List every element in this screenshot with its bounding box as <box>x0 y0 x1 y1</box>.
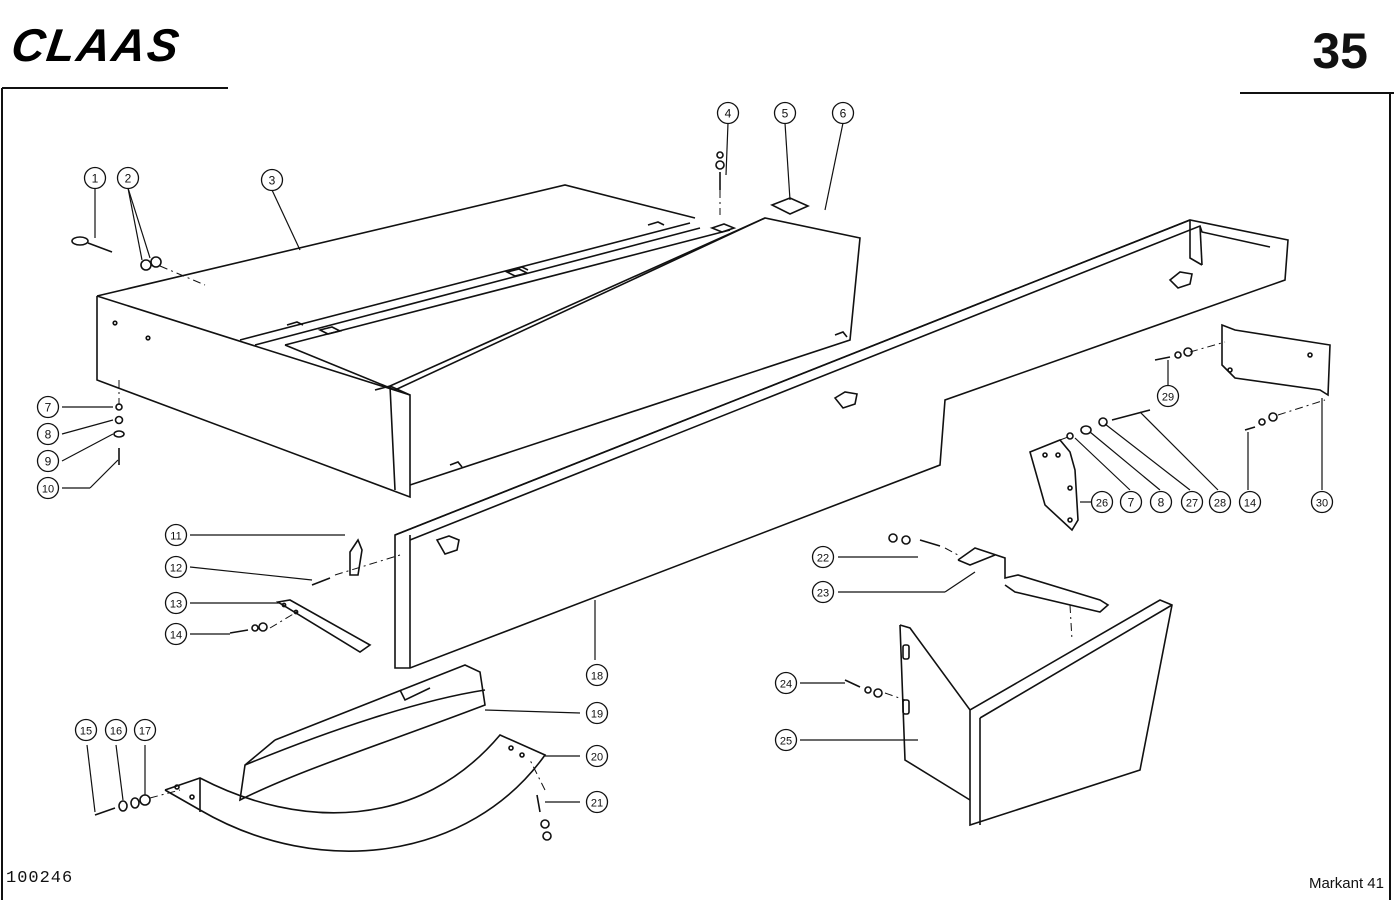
callout-23: 23 <box>811 580 835 604</box>
lid-part <box>389 217 861 486</box>
end-plate-part <box>899 599 1173 827</box>
svg-text:19: 19 <box>591 709 603 721</box>
svg-text:14: 14 <box>170 630 182 642</box>
callout-14: 14 <box>164 622 188 646</box>
callout-30: 30 <box>1310 490 1334 514</box>
callout-18: 18 <box>585 663 609 687</box>
callout-26: 26 <box>1090 490 1114 514</box>
callout-19: 19 <box>585 701 609 725</box>
svg-text:15: 15 <box>80 726 92 738</box>
callout-22: 22 <box>811 545 835 569</box>
svg-text:30: 30 <box>1316 498 1328 510</box>
callout-4: 4 <box>716 101 740 125</box>
callout-17: 17 <box>133 718 157 742</box>
callout-2: 2 <box>116 166 140 190</box>
callout-12: 12 <box>164 555 188 579</box>
callout-6: 6 <box>831 101 855 125</box>
callout-27: 27 <box>1180 490 1204 514</box>
svg-text:8: 8 <box>1158 496 1165 510</box>
svg-text:1: 1 <box>92 172 99 186</box>
page-number: 35 <box>1312 23 1368 79</box>
callout-15: 15 <box>74 718 98 742</box>
callout-13: 13 <box>164 591 188 615</box>
svg-text:12: 12 <box>170 563 182 575</box>
svg-text:5: 5 <box>782 107 789 121</box>
housing-box-part <box>96 184 731 499</box>
callout-20: 20 <box>585 744 609 768</box>
svg-text:24: 24 <box>780 679 792 691</box>
callout-5: 5 <box>773 101 797 125</box>
strip-part <box>275 599 372 653</box>
frame-lines <box>1 87 1394 900</box>
svg-text:8: 8 <box>45 428 52 442</box>
callout-14: 14 <box>1238 490 1262 514</box>
callout-1: 1 <box>83 166 107 190</box>
callout-10: 10 <box>36 476 60 500</box>
svg-text:16: 16 <box>110 726 122 738</box>
svg-text:22: 22 <box>817 553 829 565</box>
callout-8: 8 <box>1149 490 1173 514</box>
svg-text:7: 7 <box>1128 496 1135 510</box>
callout-16: 16 <box>104 718 128 742</box>
callout-9: 9 <box>36 449 60 473</box>
svg-text:26: 26 <box>1096 498 1108 510</box>
side-panel-part <box>394 219 1289 669</box>
callout-7: 7 <box>36 395 60 419</box>
svg-text:2: 2 <box>125 172 132 186</box>
svg-text:20: 20 <box>591 752 603 764</box>
callout-3: 3 <box>260 168 284 192</box>
callout-21: 21 <box>585 790 609 814</box>
arc-panel-part <box>238 664 486 802</box>
drawing-number: 100246 <box>6 869 74 888</box>
callout-11: 11 <box>164 523 188 547</box>
svg-text:7: 7 <box>45 401 52 415</box>
svg-text:13: 13 <box>170 599 182 611</box>
svg-text:23: 23 <box>817 588 829 600</box>
angle-bracket-part <box>1029 439 1079 532</box>
callout-28: 28 <box>1208 490 1232 514</box>
svg-text:9: 9 <box>45 455 52 469</box>
svg-text:18: 18 <box>591 671 603 683</box>
svg-text:17: 17 <box>139 726 151 738</box>
svg-text:10: 10 <box>42 484 54 496</box>
callout-8: 8 <box>36 422 60 446</box>
callout-25: 25 <box>774 728 798 752</box>
svg-text:6: 6 <box>840 107 847 121</box>
fasteners <box>71 151 1278 841</box>
callout-24: 24 <box>774 671 798 695</box>
callout-7: 7 <box>1119 490 1143 514</box>
svg-text:4: 4 <box>725 107 732 121</box>
plate-part <box>1221 323 1331 397</box>
bracket-part <box>957 547 1110 613</box>
svg-text:29: 29 <box>1162 392 1174 404</box>
svg-text:3: 3 <box>269 174 276 188</box>
arc-strip-part <box>164 734 547 852</box>
svg-text:27: 27 <box>1186 498 1198 510</box>
svg-text:25: 25 <box>780 736 792 748</box>
svg-text:21: 21 <box>591 798 603 810</box>
svg-text:14: 14 <box>1244 498 1256 510</box>
model-name: Markant 41 <box>1308 875 1384 892</box>
svg-text:28: 28 <box>1214 498 1226 510</box>
leader-lines <box>61 122 1323 813</box>
callout-29: 29 <box>1156 384 1180 408</box>
alignment-lines <box>118 190 1326 799</box>
svg-text:11: 11 <box>170 531 181 543</box>
